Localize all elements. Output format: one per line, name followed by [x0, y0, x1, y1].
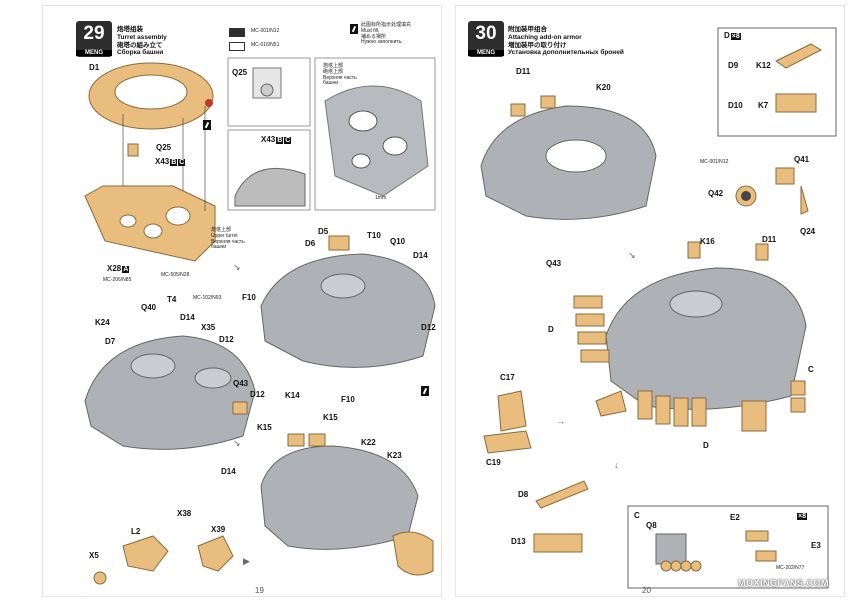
step-title: 附加装甲组合 Attaching add-on armor 増加装甲の取り付け …	[508, 26, 624, 57]
instruction-page-step-29: ↘ ↘ ▶ 29 MENG 炮塔组装 Turret assembly 砲塔の組み…	[42, 5, 442, 597]
part-label: D6	[305, 239, 316, 248]
part-label: Q43	[233, 379, 249, 388]
watermark: MOXINGFANS.COM	[738, 578, 830, 588]
part-label: T4	[167, 295, 177, 304]
part-label: D11	[516, 67, 531, 76]
part-label: Q24	[800, 227, 816, 236]
fill-note: 此图标所指示处理填充 Must fill. 補める場所 Нужно заполн…	[361, 22, 412, 46]
step-29-badge: 29 MENG	[76, 21, 112, 57]
inset-c-label: C	[634, 511, 640, 520]
part-label: D12	[250, 390, 265, 399]
svg-text:↘: ↘	[628, 250, 636, 260]
step-30-illustration: ↘ → ↓	[480, 27, 837, 589]
step-number: 29	[83, 23, 105, 44]
part-label: D9	[728, 61, 739, 70]
paint-code: MC-102/N93	[193, 295, 222, 301]
part-label: E3	[811, 541, 821, 550]
part-label: K14	[285, 391, 300, 400]
part-label: D10	[728, 101, 743, 110]
dimension-label: 1mm	[375, 195, 387, 201]
part-label: D14	[413, 251, 428, 260]
part-label: C17	[500, 373, 515, 382]
svg-text:↘: ↘	[233, 438, 241, 448]
part-label: D	[548, 325, 554, 334]
part-label: K16	[700, 237, 715, 246]
part-label: K24	[95, 318, 110, 327]
part-label: Q41	[794, 155, 810, 164]
svg-text:→: →	[556, 416, 565, 426]
part-label: D1	[89, 63, 100, 72]
part-label: K20	[596, 83, 611, 92]
instruction-page-step-30: ↘ → ↓ 30 MENG 附加装甲组合 Attaching add-on ar…	[455, 5, 845, 597]
paint-code: MC-001/N12	[251, 28, 280, 34]
paint-code: MC-206/N85	[103, 277, 132, 283]
part-label: D5	[318, 227, 329, 236]
part-label: X38	[177, 509, 192, 518]
part-label: F10	[341, 395, 355, 404]
part-label: K7	[758, 101, 769, 110]
part-label: D14	[221, 467, 236, 476]
part-label: X39	[211, 525, 226, 534]
fill-warning-icon	[421, 386, 429, 396]
page-number: 20	[642, 586, 651, 595]
part-label: L2	[131, 527, 141, 536]
brand-logo: MENG	[468, 50, 504, 56]
part-label: T10	[367, 231, 381, 240]
part-label: K15	[257, 423, 272, 432]
part-label: X35	[201, 323, 216, 332]
part-label: D11	[762, 235, 777, 244]
fill-warning-icon	[203, 120, 211, 130]
part-label: D12	[421, 323, 436, 332]
svg-text:↘: ↘	[233, 262, 241, 272]
inset-c-count: ×8	[797, 513, 807, 520]
part-label: C	[808, 365, 814, 374]
part-label: D	[703, 441, 709, 450]
upper-turret-caption-2: 炮塔上部 Upper turret Верхняя часть башни	[211, 227, 245, 251]
step-29-illustration: ↘ ↘ ▶	[84, 57, 436, 585]
part-label: X5	[89, 551, 99, 560]
part-label: Q8	[646, 521, 657, 530]
part-label: D13	[511, 537, 526, 546]
brand-logo: MENG	[76, 50, 112, 56]
inset-d-label: D×8	[724, 31, 741, 40]
upper-turret-caption: 炮塔上部 砲塔上部 Верхняя часть башни	[323, 63, 357, 87]
paint-code: MC-016/N51	[251, 42, 280, 48]
paint-swatch-light	[229, 42, 245, 51]
part-label: K15	[323, 413, 338, 422]
part-label: D12	[219, 335, 234, 344]
step-number: 30	[475, 23, 497, 44]
part-label: Q43	[546, 259, 562, 268]
part-label: D8	[518, 490, 529, 499]
part-label: K12	[756, 61, 771, 70]
paint-code: MC-202/N77	[776, 565, 805, 571]
paint-code: MC-001/N12	[700, 159, 729, 165]
part-label: F10	[242, 293, 256, 302]
svg-text:↓: ↓	[614, 460, 619, 470]
page-number: 19	[255, 586, 264, 595]
part-label: Q40	[141, 303, 157, 312]
part-label: Q25	[156, 143, 172, 152]
part-label: C19	[486, 458, 501, 467]
part-label: Q10	[390, 237, 406, 246]
part-label: E2	[730, 513, 740, 522]
svg-text:▶: ▶	[243, 556, 250, 566]
part-label: K23	[387, 451, 402, 460]
part-label: Q42	[708, 189, 724, 198]
part-label: D7	[105, 337, 116, 346]
step-30-badge: 30 MENG	[468, 21, 504, 57]
part-label: D14	[180, 313, 195, 322]
fill-warning-icon	[350, 24, 358, 34]
part-label: K22	[361, 438, 376, 447]
step-title: 炮塔组装 Turret assembly 砲塔の組み立て Сборка башн…	[117, 26, 167, 57]
part-label: Q25	[232, 68, 248, 77]
paint-swatch-dark	[229, 28, 245, 37]
paint-code: MC-505/N28	[161, 272, 190, 278]
